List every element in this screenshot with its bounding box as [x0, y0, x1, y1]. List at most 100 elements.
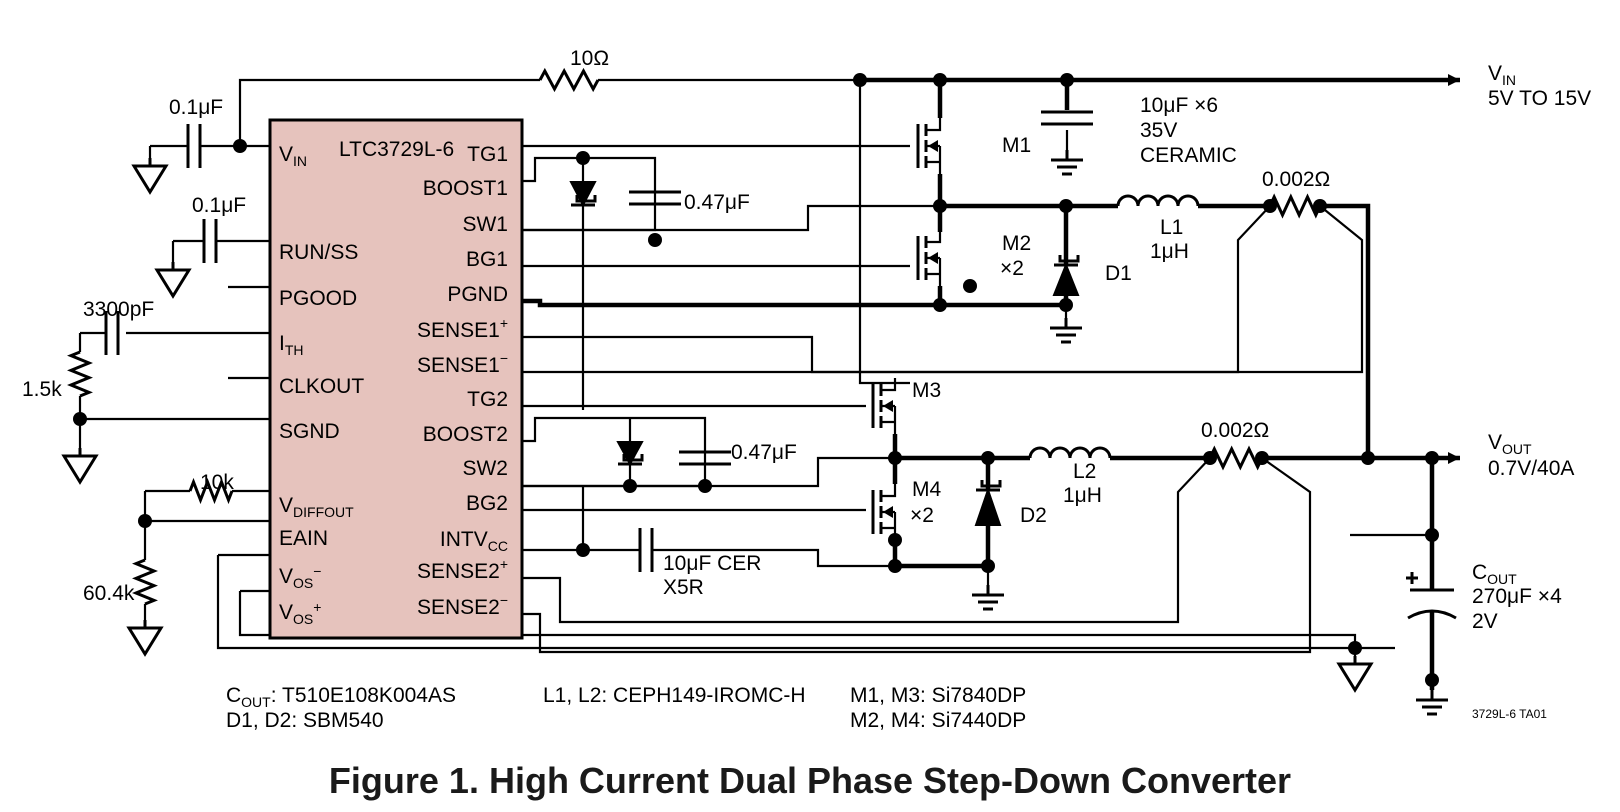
note-cout: COUT: T510E108K004AS: [226, 684, 456, 710]
capacitor: [104, 311, 120, 355]
signal-wire: [652, 548, 895, 568]
label-l1-val: 1μH: [1150, 240, 1189, 263]
signal-wire: [216, 555, 1395, 650]
power-wire: [522, 298, 1066, 308]
label-cout-name: COUT: [1472, 561, 1517, 587]
capacitor: [202, 219, 218, 263]
label-d1: D1: [1105, 262, 1132, 285]
junction-dot: [1425, 673, 1439, 687]
label-c-intvcc-2: X5R: [663, 576, 704, 599]
ic-pin-labels: VIN RUN/SS PGOOD ITH CLKOUT SGND VDIFFOU…: [279, 143, 508, 627]
cap-curved-plate: [1407, 609, 1457, 620]
signal-ground-symbol: [1336, 656, 1374, 693]
signal-ground-symbol: [61, 448, 99, 485]
capacitor: [679, 450, 731, 466]
label-c-boost1: 0.47μF: [684, 191, 750, 214]
label-c-in-3: CERAMIC: [1140, 144, 1237, 167]
signal-wire: [522, 456, 895, 488]
label-m3: M3: [912, 379, 941, 402]
diode-cathode-bar: [622, 454, 644, 462]
signal-wire: [522, 205, 1364, 374]
figure-caption: Figure 1. High Current Dual Phase Step-D…: [329, 760, 1291, 801]
resistor: [132, 558, 158, 606]
pin-vdiffout: VDIFFOUT: [279, 494, 354, 520]
capacitor: [186, 124, 202, 168]
pin-vos-minus: VOS−: [279, 563, 321, 591]
arrow: [1448, 74, 1460, 86]
junction-dot: [933, 298, 947, 312]
label-c-run: 0.1μF: [192, 194, 246, 217]
pin-vin: VIN: [279, 143, 307, 169]
note-m2-m4: M2, M4: Si7440DP: [850, 709, 1026, 732]
pin-run-ss: RUN/SS: [279, 241, 358, 264]
pin-ith: ITH: [279, 332, 304, 358]
label-c-in-2: 35V: [1140, 119, 1177, 142]
note-inductors: L1, L2: CEPH149-IROMC-H: [543, 684, 806, 707]
resistor: [1208, 445, 1264, 471]
wires: [73, 73, 1460, 690]
diode-cathode-bar: [980, 480, 1002, 488]
signal-wire: [522, 457, 1312, 654]
label-c-ith: 3300pF: [83, 298, 154, 321]
label-vout-spec: 0.7V/40A: [1488, 457, 1574, 480]
pin-boost2: BOOST2: [423, 423, 508, 446]
label-c-vin: 0.1μF: [169, 96, 223, 119]
ic-body: [268, 118, 524, 640]
pin-sense2-minus: SENSE2−: [417, 592, 508, 619]
label-l2: L2: [1073, 460, 1096, 483]
pin-intvcc: INTVCC: [440, 528, 508, 554]
signal-wire: [238, 78, 540, 146]
label-c-boost2: 0.47μF: [731, 441, 797, 464]
inductor: [1116, 194, 1200, 207]
resistor: [67, 350, 93, 398]
fet-arrow: [883, 506, 893, 518]
resistor: [188, 477, 234, 505]
components: [61, 67, 1460, 716]
signal-wire: [522, 204, 940, 232]
ground-symbol: [1416, 690, 1448, 716]
ground-symbol: [972, 585, 1004, 611]
pin-sw1: SW1: [462, 213, 508, 236]
label-vout-rail: VOUT: [1488, 431, 1532, 457]
label-cout-volt: 2V: [1472, 610, 1498, 633]
fet-arrow: [928, 140, 938, 152]
cap-plus: [1406, 572, 1418, 584]
diode-body: [974, 486, 1002, 526]
pin-tg1: TG1: [467, 143, 508, 166]
signal-ground-symbol: [131, 158, 169, 195]
inductor: [1028, 446, 1112, 459]
pin-tg2: TG2: [467, 388, 508, 411]
note-diodes: D1, D2: SBM540: [226, 709, 384, 732]
label-c-in-1: 10μF ×6: [1140, 94, 1218, 117]
ground-symbol: [1051, 150, 1083, 176]
pin-bg1: BG1: [466, 248, 508, 271]
label-vin-range: 5V TO 15V: [1488, 87, 1591, 110]
ic-part-number: LTC3729L-6: [339, 138, 454, 161]
diode-body: [616, 441, 644, 467]
pin-sgnd: SGND: [279, 420, 340, 443]
diode-body: [1052, 262, 1080, 296]
component-labels: 10Ω 0.1μF 0.1μF 3300pF 1.5k 10k 60.4k 0.…: [22, 47, 1562, 633]
diode-cathode-bar: [1058, 255, 1080, 263]
diode-body: [569, 181, 597, 208]
junction-dot: [648, 233, 662, 247]
junction-dot: [576, 151, 590, 165]
label-c-intvcc-1: 10μF CER: [663, 552, 761, 575]
fet-arrow: [883, 400, 893, 412]
signal-wire: [522, 416, 707, 488]
pin-clkout: CLKOUT: [279, 375, 364, 398]
label-r-vin: 10Ω: [570, 47, 609, 70]
label-d2: D2: [1020, 504, 1047, 527]
arrow: [1448, 452, 1460, 464]
signal-wire: [858, 80, 910, 385]
label-m4: M4: [912, 478, 941, 501]
label-l2-val: 1μH: [1063, 484, 1102, 507]
pin-pgnd: PGND: [447, 283, 508, 306]
fet-arrow: [928, 252, 938, 264]
diode-cathode-bar: [575, 195, 597, 203]
capacitor: [638, 528, 654, 572]
pin-eain: EAIN: [279, 527, 328, 550]
pin-pgood: PGOOD: [279, 287, 357, 310]
resistor: [538, 67, 600, 93]
